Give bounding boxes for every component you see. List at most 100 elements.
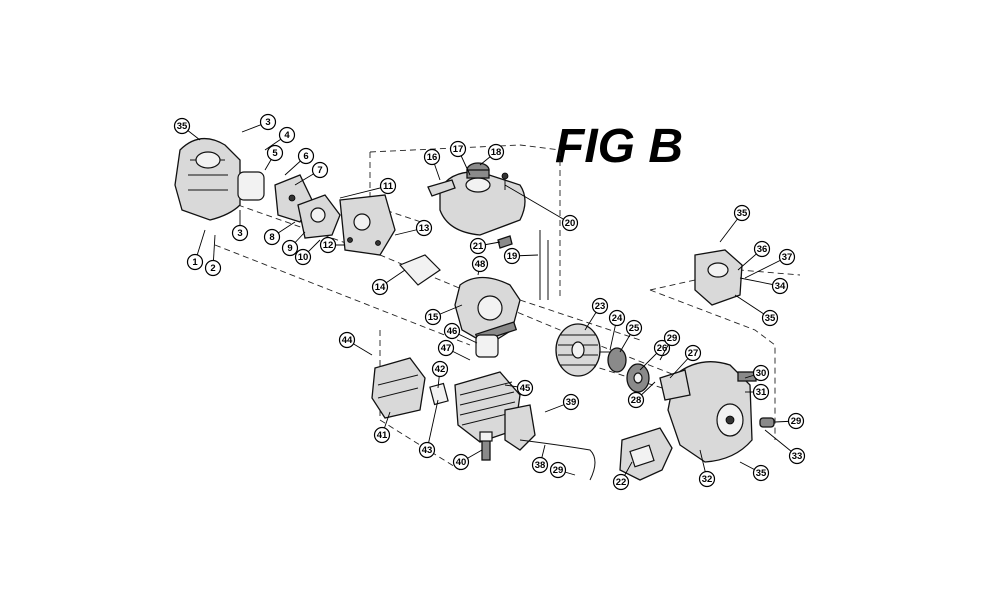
callout-8: 8 (263, 221, 296, 246)
callout-label: 25 (629, 323, 640, 334)
callout-circle (415, 219, 433, 237)
callout-circle (431, 360, 449, 378)
callout-40: 40 (452, 449, 483, 471)
callout-18: 18 (479, 143, 505, 166)
part-tank-bolts (501, 172, 549, 300)
callout-label: 14 (375, 282, 386, 293)
callout-label: 15 (428, 312, 439, 323)
part-grommet (497, 235, 513, 249)
callout-circle (608, 309, 626, 327)
part-starter-pulley (659, 369, 691, 401)
callout-3: 3 (231, 210, 249, 242)
callout-14: 14 (371, 269, 406, 296)
callout-circle (263, 228, 281, 246)
callout-label: 8 (269, 232, 274, 243)
callout-19: 19 (503, 247, 539, 265)
callout-24: 24 (608, 309, 626, 351)
callout-circle (503, 247, 521, 265)
callout-29: 29 (549, 461, 576, 479)
part-carburetor (297, 194, 341, 239)
callout-label: 21 (473, 241, 484, 252)
callout-label: 32 (702, 474, 713, 485)
callout-28: 28 (627, 381, 656, 409)
callout-circle (561, 214, 579, 232)
callout-circle (778, 248, 796, 266)
callout-circle (297, 147, 315, 165)
callout-circle (471, 255, 489, 273)
callout-circle (259, 113, 277, 131)
callout-circle (371, 278, 389, 296)
part-ignition-wire (519, 439, 596, 481)
callout-22: 22 (612, 461, 633, 491)
callout-label: 23 (595, 301, 606, 312)
callout-12: 12 (319, 236, 345, 254)
callout-label: 29 (667, 333, 678, 344)
callout-circle (627, 391, 645, 409)
callout-label: 4 (284, 130, 290, 141)
part-exhaust-gasket (429, 382, 449, 406)
callout-circle (625, 319, 643, 337)
callout-42: 42 (431, 360, 449, 389)
callout-label: 9 (287, 243, 292, 254)
callout-5: 5 (264, 144, 284, 171)
part-muffler (371, 357, 426, 419)
figure-title: FIG B (555, 120, 683, 173)
callout-label: 30 (756, 368, 767, 379)
callout-38: 38 (531, 444, 549, 474)
callout-label: 39 (566, 397, 577, 408)
part-engine-shroud (694, 249, 743, 306)
callout-label: 31 (756, 387, 767, 398)
part-fuel-line (427, 179, 456, 197)
part-air-filter-cover (174, 138, 241, 221)
callout-13: 13 (394, 219, 433, 237)
callout-15: 15 (424, 304, 463, 326)
callout-16: 16 (423, 148, 441, 181)
callout-label: 10 (298, 252, 309, 263)
callout-label: 3 (237, 228, 242, 239)
callout-label: 18 (491, 147, 502, 158)
callout-label: 19 (507, 251, 518, 262)
callout-circle (204, 259, 222, 277)
callout-label: 35 (756, 468, 767, 479)
callout-35: 35 (734, 294, 779, 327)
callout-label: 45 (520, 383, 531, 394)
callout-label: 29 (553, 465, 564, 476)
callout-6: 6 (284, 147, 315, 176)
part-primer-bulb (759, 417, 775, 428)
callout-31: 31 (745, 383, 770, 401)
callout-45: 45 (504, 379, 534, 397)
callout-circle (752, 364, 770, 382)
callout-label: 37 (782, 252, 793, 263)
callout-circle (733, 204, 751, 222)
callout-2: 2 (204, 234, 222, 277)
callout-circle (418, 441, 436, 459)
callout-label: 35 (737, 208, 748, 219)
callout-circle (423, 148, 441, 166)
callout-circle (443, 322, 461, 340)
callout-label: 38 (535, 460, 546, 471)
part-carburetor-adapter (339, 194, 396, 256)
callout-27: 27 (669, 344, 702, 379)
part-clutch (626, 363, 650, 393)
callout-43: 43 (418, 399, 439, 459)
callout-circle (311, 161, 329, 179)
callout-circle (266, 144, 284, 162)
callout-circle (612, 473, 630, 491)
callout-35: 35 (719, 204, 751, 243)
callout-label: 7 (317, 165, 322, 176)
callout-36: 36 (737, 240, 771, 271)
callout-label: 17 (453, 144, 464, 155)
part-fuel-tank (439, 171, 526, 236)
callout-32: 32 (698, 449, 716, 488)
callout-circle (516, 379, 534, 397)
callout-circle (281, 239, 299, 257)
callout-leader (426, 399, 439, 451)
callout-circle (684, 344, 702, 362)
callout-circle (338, 331, 356, 349)
part-air-filter (237, 171, 265, 201)
callout-label: 24 (612, 313, 623, 324)
callout-circle (788, 447, 806, 465)
callout-label: 6 (303, 151, 308, 162)
callout-circle (562, 393, 580, 411)
